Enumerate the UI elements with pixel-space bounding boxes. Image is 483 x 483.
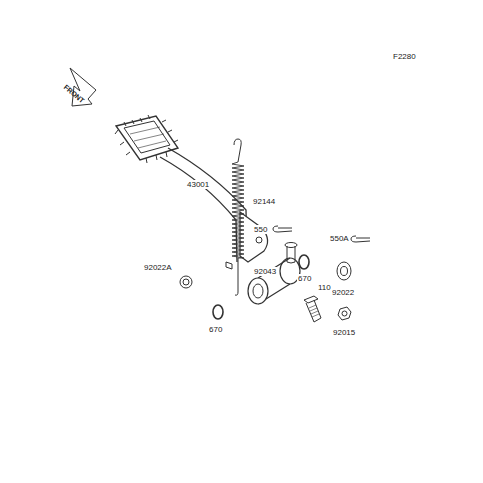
bracket-plate: [240, 212, 268, 262]
callout-number: 92015: [332, 328, 356, 337]
figure-code: F2280: [392, 52, 417, 61]
footpeg: [116, 116, 178, 160]
spring-hook: [234, 139, 241, 162]
nut: [338, 307, 351, 320]
spring-coil: [232, 162, 244, 258]
footpeg-inner: [124, 121, 170, 153]
callout-number: 92144: [252, 197, 276, 206]
callout-number: 550A: [329, 234, 350, 243]
cotter-pin: [273, 226, 292, 232]
callout-number: 110: [317, 283, 332, 292]
callout-number: 670: [297, 274, 312, 283]
callout-number: 92022A: [143, 263, 173, 272]
pedal-arm: [160, 157, 237, 262]
callout-number: 92022: [331, 288, 355, 297]
callout-number: 550: [253, 225, 268, 234]
cotter-pin: [351, 236, 370, 242]
pivot-bolt: [304, 296, 318, 303]
callout-number: 43001: [186, 180, 210, 189]
callout-number: 670: [208, 325, 223, 334]
callout-number: 92043: [253, 267, 277, 276]
o-ring: [299, 255, 309, 269]
o-ring: [213, 305, 223, 319]
spring-coil-stroke: [232, 162, 244, 258]
washer: [337, 262, 351, 280]
washer: [180, 276, 192, 288]
